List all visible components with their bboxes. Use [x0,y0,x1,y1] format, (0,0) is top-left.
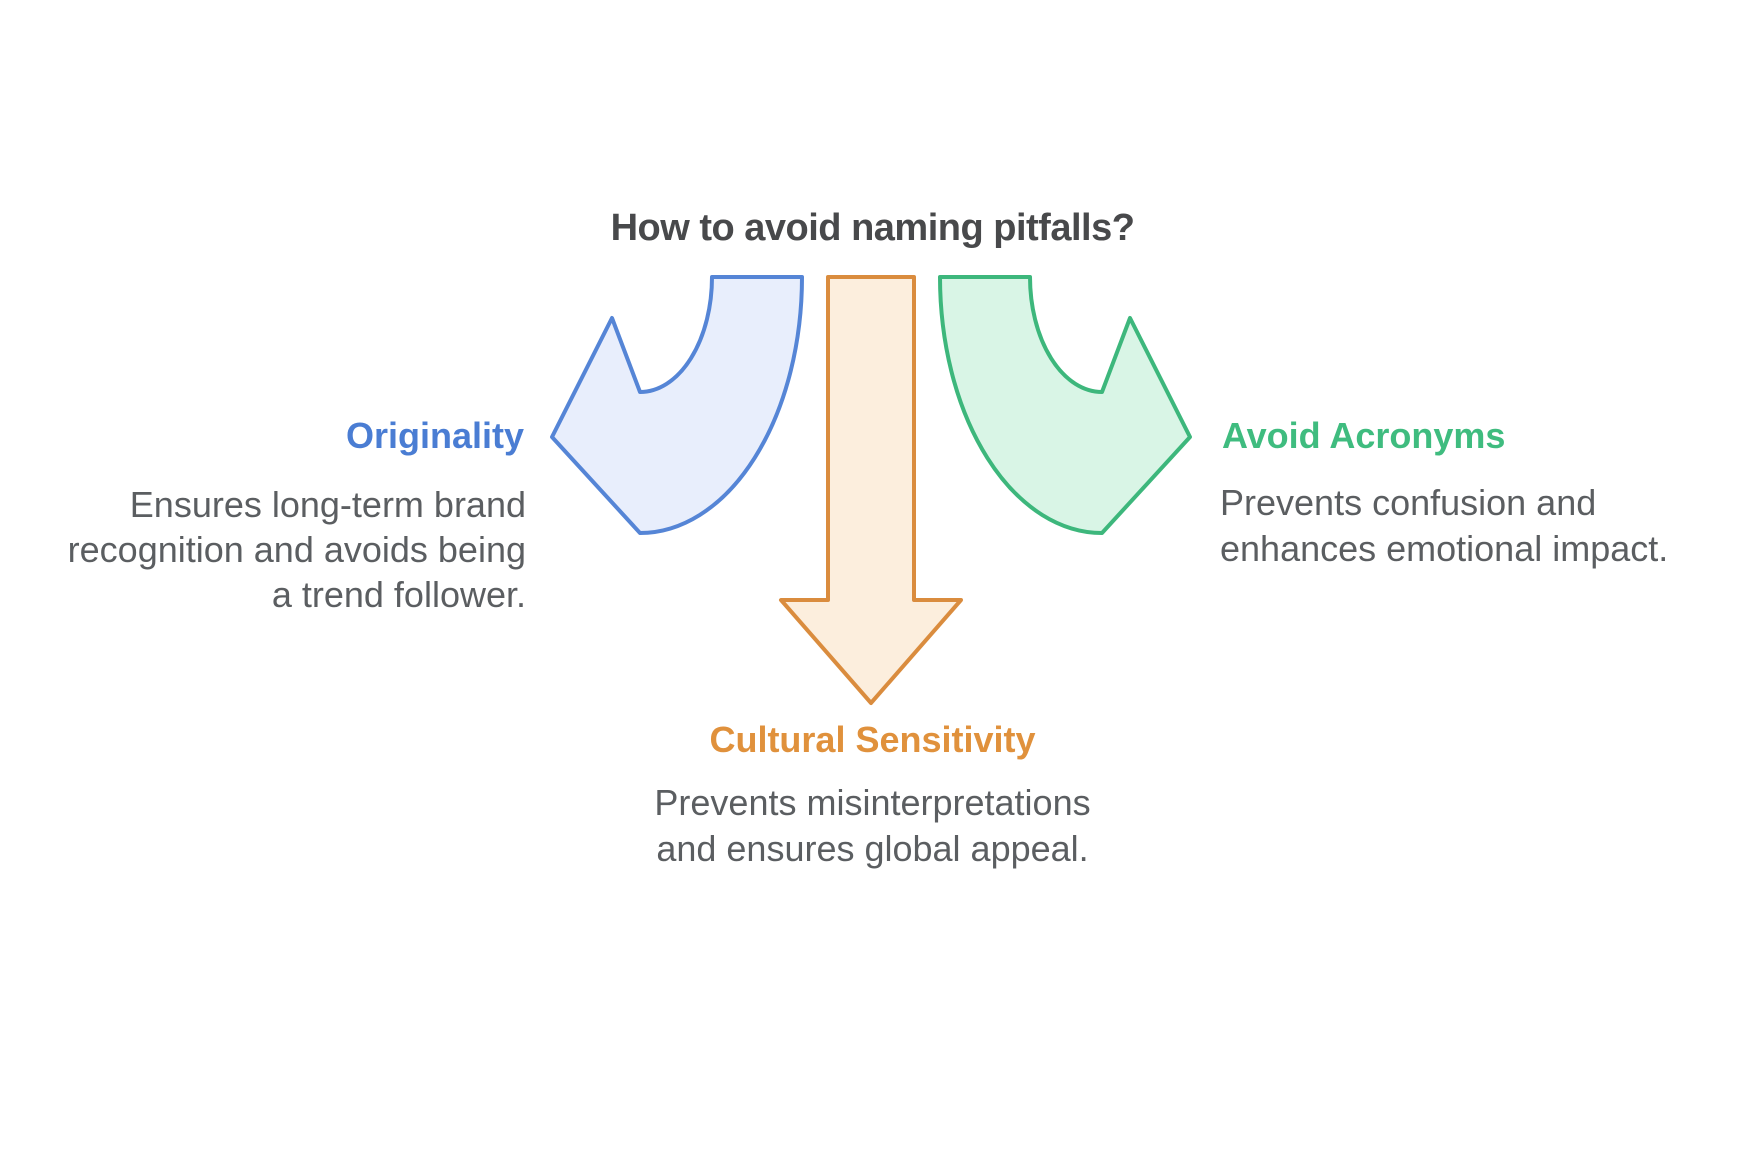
straight-arrow-down-icon [779,275,963,705]
branch-avoid-acronyms-description: Prevents confusion and enhances emotiona… [1220,480,1668,572]
description-line: enhances emotional impact. [1220,528,1669,569]
description-line: recognition and avoids being [67,529,526,570]
description-line: a trend follower. [271,574,526,615]
branch-cultural-sensitivity-label: Cultural Sensitivity [709,719,1036,760]
branch-avoid-acronyms-label: Avoid Acronyms [1222,415,1506,456]
curved-arrow-left-icon [550,275,804,535]
page-title: How to avoid naming pitfalls? [610,207,1135,249]
description-line: Prevents misinterpretations [654,782,1091,823]
branch-originality-description: Ensures long-term brand recognition and … [68,482,526,617]
branch-cultural-sensitivity-description: Prevents misinterpretations and ensures … [0,780,1745,872]
description-line: Ensures long-term brand [129,484,526,525]
description-line: Prevents confusion and [1220,482,1597,523]
description-line: and ensures global appeal. [656,828,1089,869]
branch-originality-label: Originality [345,415,524,456]
curved-arrow-right-icon [938,275,1192,535]
